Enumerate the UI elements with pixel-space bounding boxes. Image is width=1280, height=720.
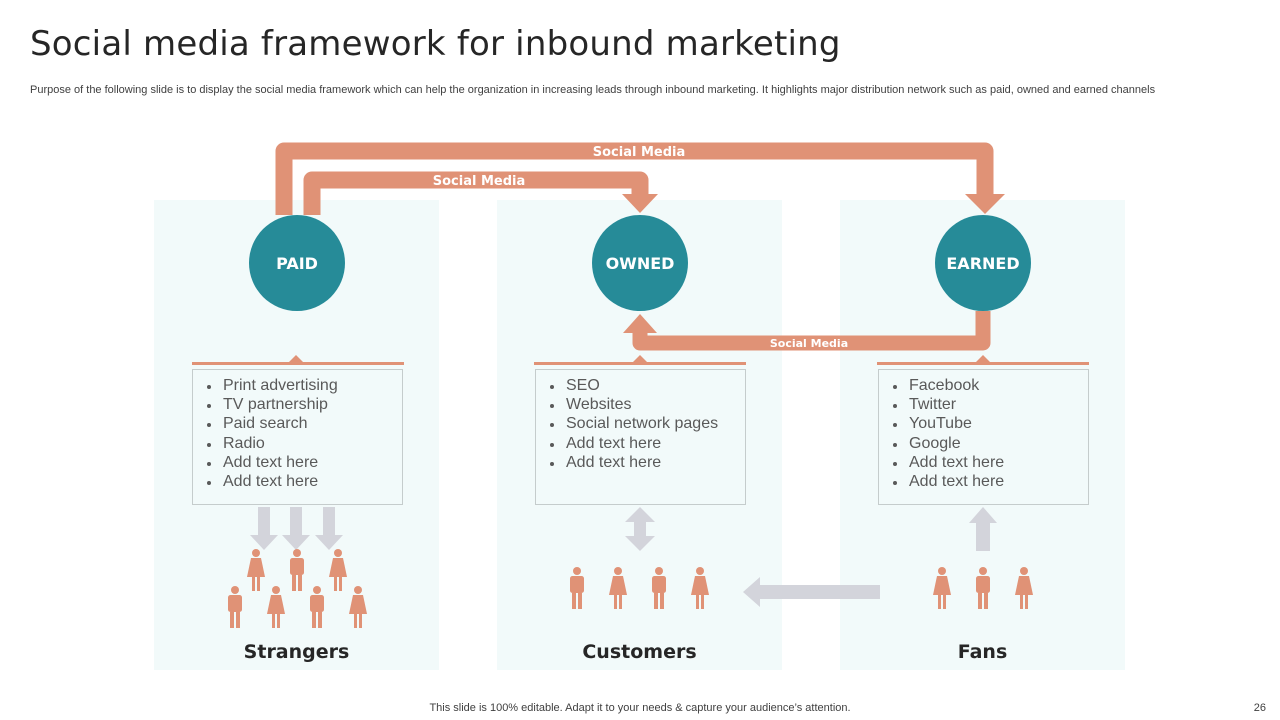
list-item: YouTube <box>907 414 1088 433</box>
page-subtitle: Purpose of the following slide is to dis… <box>30 84 1156 96</box>
list-item: Radio <box>221 434 402 453</box>
left-arrow-icon <box>743 577 880 607</box>
strangers-people <box>228 549 367 628</box>
list-item: Add text here <box>564 434 745 453</box>
man-icon <box>310 586 324 628</box>
lower-flow-label: Social Media <box>770 337 848 350</box>
fans-label: Fans <box>957 641 1008 663</box>
list-item: Add text here <box>564 453 745 472</box>
inner-flow-label: Social Media <box>433 174 526 189</box>
man-icon <box>290 549 304 591</box>
up-arrow-icon <box>969 507 997 551</box>
list-item: Paid search <box>221 414 402 433</box>
woman-icon <box>267 586 285 628</box>
list-item: SEO <box>564 376 745 395</box>
down-arrow-icon <box>282 507 310 550</box>
list-item: Print advertising <box>221 376 402 395</box>
earned-list: Facebook Twitter YouTube Google Add text… <box>879 370 1088 491</box>
woman-icon <box>247 549 265 591</box>
list-item: TV partnership <box>221 395 402 414</box>
outer-flow-label: Social Media <box>593 145 686 160</box>
earned-divider <box>877 362 1089 365</box>
lower-flow-arrowhead <box>623 314 657 333</box>
footer-note: This slide is 100% editable. Adapt it to… <box>429 702 851 714</box>
woman-icon <box>1015 567 1033 609</box>
double-arrow-icon <box>625 507 655 551</box>
paid-circle: PAID <box>249 215 345 311</box>
page-title: Social media framework for inbound marke… <box>30 24 841 64</box>
paid-list: Print advertising TV partnership Paid se… <box>193 370 402 491</box>
list-item: Add text here <box>907 472 1088 491</box>
list-item: Add text here <box>907 453 1088 472</box>
paid-divider <box>192 362 404 365</box>
fans-people <box>933 567 1033 609</box>
man-icon <box>652 567 666 609</box>
woman-icon <box>329 549 347 591</box>
list-item: Facebook <box>907 376 1088 395</box>
list-item: Twitter <box>907 395 1088 414</box>
owned-list: SEO Websites Social network pages Add te… <box>536 370 745 472</box>
woman-icon <box>349 586 367 628</box>
paid-notch <box>288 355 304 363</box>
inner-flow-arrowhead <box>622 194 658 213</box>
owned-divider <box>534 362 746 365</box>
woman-icon <box>691 567 709 609</box>
strangers-label: Strangers <box>243 641 350 663</box>
earned-circle: EARNED <box>935 215 1031 311</box>
paid-list-box: Print advertising TV partnership Paid se… <box>192 369 403 505</box>
list-item: Social network pages <box>564 414 745 433</box>
down-arrow-icon <box>315 507 343 550</box>
list-item: Add text here <box>221 453 402 472</box>
owned-notch <box>632 355 648 363</box>
outer-flow-arrowhead <box>965 194 1005 214</box>
lower-flow-arrow <box>632 311 991 351</box>
strangers-down-arrows <box>250 507 343 550</box>
down-arrow-icon <box>250 507 278 550</box>
customers-people <box>570 567 709 609</box>
earned-list-box: Facebook Twitter YouTube Google Add text… <box>878 369 1089 505</box>
owned-circle: OWNED <box>592 215 688 311</box>
page-number: 26 <box>1253 702 1266 714</box>
man-icon <box>228 586 242 628</box>
list-item: Add text here <box>221 472 402 491</box>
woman-icon <box>933 567 951 609</box>
owned-list-box: SEO Websites Social network pages Add te… <box>535 369 746 505</box>
man-icon <box>570 567 584 609</box>
woman-icon <box>609 567 627 609</box>
list-item: Google <box>907 434 1088 453</box>
outer-flow-arrow <box>275 142 994 215</box>
man-icon <box>976 567 990 609</box>
customers-label: Customers <box>582 641 697 663</box>
inner-flow-arrow <box>303 171 649 215</box>
earned-notch <box>975 355 991 363</box>
list-item: Websites <box>564 395 745 414</box>
